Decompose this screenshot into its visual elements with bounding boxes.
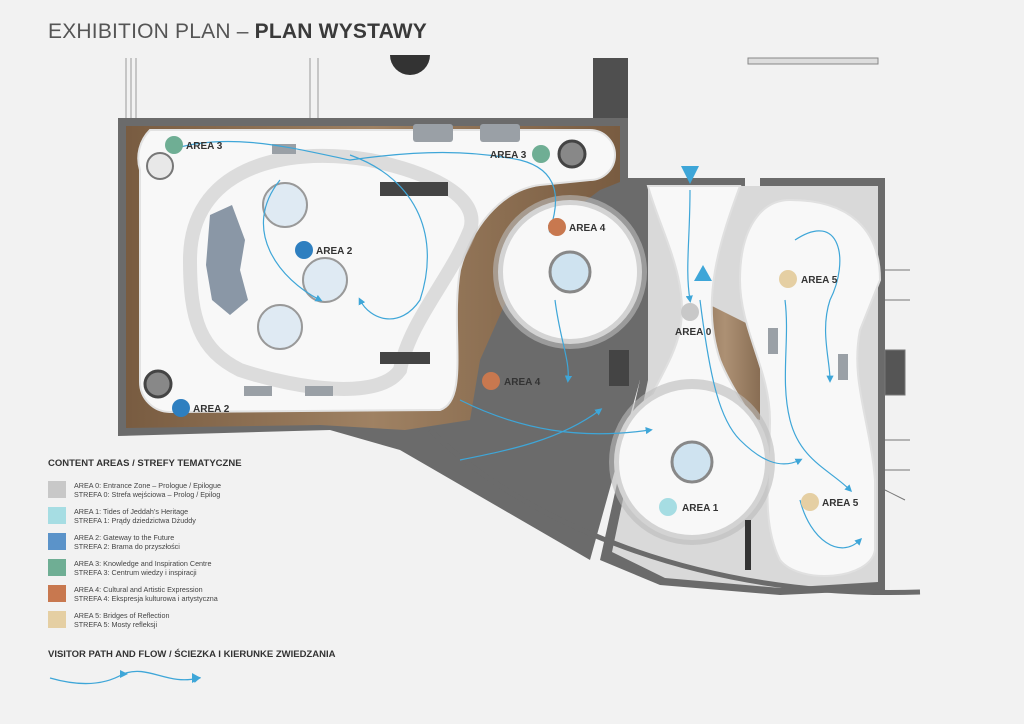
legend-en: AREA 3: Knowledge and Inspiration Centre [74,559,212,568]
area1-pedestal [670,440,714,484]
legend-en: AREA 4: Cultural and Artistic Expression [74,585,203,594]
legend-en: AREA 0: Entrance Zone – Prologue / Epilo… [74,481,222,490]
legend-item-area0: AREA 0: Entrance Zone – Prologue / Epilo… [48,481,378,499]
entrance-lines [125,58,319,118]
legend-pl: STREFA 0: Strefa wejściowa – Prolog / Ep… [74,490,221,499]
legend-item-area4: AREA 4: Cultural and Artistic Expression… [48,585,378,603]
marker-area4-a [548,218,566,236]
label-area1: AREA 1 [682,503,719,514]
label-area0: AREA 0 [675,327,712,338]
marker-area1 [659,498,677,516]
table-area3 [146,152,174,180]
legend-pl: STREFA 4: Ekspresja kulturowa i artystyc… [74,594,218,603]
title-bold: PLAN WYSTAWY [254,20,428,43]
marker-area0 [681,303,699,321]
swatch-area4 [48,585,66,602]
swatch-area3 [48,559,66,576]
legend: CONTENT AREAS / STREFY TEMATYCZNE AREA 0… [48,458,378,637]
label-area3-a: AREA 3 [186,141,223,152]
right-floor-loop [738,198,882,577]
area2-exhibits [257,182,348,350]
marker-area2-b [172,399,190,417]
legend-item-area5: AREA 5: Bridges of Reflection STREFA 5: … [48,611,378,629]
object-bottom-left [143,369,173,399]
label-area2-b: AREA 2 [193,404,230,415]
legend-pl: STREFA 3: Centrum wiedzy i inspiracji [74,568,197,577]
area-markers [165,136,819,516]
top-right-window [747,57,879,65]
label-area3-b: AREA 3 [490,150,527,161]
visitor-path [169,140,863,549]
object-top-right [557,139,587,169]
marker-area5-b [801,493,819,511]
column-top [390,55,430,75]
label-area4-a: AREA 4 [569,223,606,234]
pillar-top [593,58,628,128]
marker-area3-a [165,136,183,154]
marker-area4-b [482,372,500,390]
legend-pl: STREFA 2: Brama do przyszłości [74,542,180,551]
swatch-area5 [48,611,66,628]
flow-sample-path [49,670,202,685]
marker-area3-b [532,145,550,163]
title-light: EXHIBITION PLAN – [48,20,249,43]
label-area2-a: AREA 2 [316,246,353,257]
marker-area2-a [295,241,313,259]
legend-en: AREA 5: Bridges of Reflection [74,611,170,620]
benches [244,124,848,570]
legend-item-area3: AREA 3: Knowledge and Inspiration Centre… [48,559,378,577]
legend-item-area2: AREA 2: Gateway to the Future STREFA 2: … [48,533,378,551]
swatch-area1 [48,507,66,524]
marker-area5-a [779,270,797,288]
curved-wall-bottom [428,428,921,596]
legend-en: AREA 1: Tides of Jeddah’s Heritage [74,507,189,516]
legend-item-area1: AREA 1: Tides of Jeddah’s Heritage STREF… [48,507,378,525]
label-area4-b: AREA 4 [504,377,541,388]
area4-pedestal [548,250,592,294]
legend-en: AREA 2: Gateway to the Future [74,533,175,542]
swatch-area2 [48,533,66,550]
right-doors [884,269,910,501]
map-wall-graphic [206,205,248,315]
flow-heading: VISITOR PATH AND FLOW / ŚCIEZKA I KIERUN… [48,649,336,660]
legend-pl: STREFA 1: Prądy dziedzictwa Dżuddy [74,516,196,525]
entrance-arrow-down [681,166,699,184]
legend-heading: CONTENT AREAS / STREFY TEMATYCZNE [48,458,242,469]
swatch-area0 [48,481,66,498]
page-title: EXHIBITION PLAN – PLAN WYSTAWY [48,20,427,44]
legend-pl: STREFA 5: Mosty refleksji [74,620,158,629]
label-area5-a: AREA 5 [801,275,838,286]
entrance-arrow-up [694,265,712,281]
label-area5-b: AREA 5 [822,498,859,509]
